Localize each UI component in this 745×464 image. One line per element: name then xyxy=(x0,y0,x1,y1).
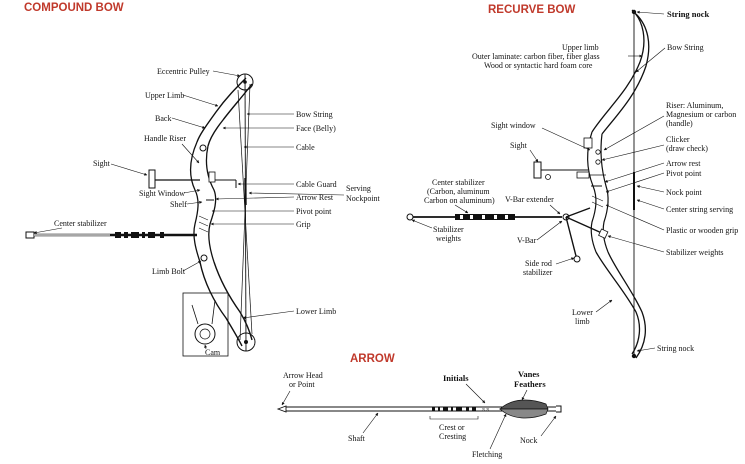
svg-text:S.S.: S.S. xyxy=(482,407,491,412)
label-sight: Sight xyxy=(93,159,111,168)
label-vbar: V-Bar xyxy=(517,236,537,245)
label-center-stab-2: (Carbon, aluminum xyxy=(427,187,490,196)
label-feathers: Feathers xyxy=(514,379,546,389)
arrow-drawing: S.S. xyxy=(276,399,562,419)
label-bow-string-recurve: Bow String xyxy=(667,43,704,52)
recurve-bow-labels: String nock Upper limb Outer laminate: c… xyxy=(411,9,738,353)
label-sight-window-recurve: Sight window xyxy=(491,121,536,130)
label-stabilizer-weights-right: Stabilizer weights xyxy=(666,248,724,257)
label-upper-limb-recurve: Upper limb xyxy=(562,43,599,52)
compound-bow-title: COMPOUND BOW xyxy=(24,2,124,14)
label-arrow-head-1: Arrow Head xyxy=(283,371,323,380)
label-pivot-point-recurve: Pivot point xyxy=(666,169,702,178)
label-grip-recurve: Plastic or wooden grip xyxy=(666,226,738,235)
recurve-bow-title: RECURVE BOW xyxy=(488,4,575,16)
label-cam: Cam xyxy=(205,348,221,357)
label-initials: Initials xyxy=(443,373,469,383)
label-vanes: Vanes xyxy=(518,369,540,379)
label-riser-2: Magnesium or carbon xyxy=(666,110,736,119)
compound-bow-drawing xyxy=(25,73,256,357)
label-center-stab-1: Center stabilizer xyxy=(432,178,485,187)
arrow-title: ARROW xyxy=(350,353,395,365)
label-arrow-head-2: or Point xyxy=(289,380,315,389)
label-clicker-1: Clicker xyxy=(666,135,690,144)
label-handle-riser: Handle Riser xyxy=(144,134,186,143)
label-back: Back xyxy=(155,114,171,123)
label-serving: Serving xyxy=(346,184,371,193)
label-sight-recurve: Sight xyxy=(510,141,528,150)
label-outer-laminate: Outer laminate: carbon fiber, fiber glas… xyxy=(472,52,600,61)
label-center-stabilizer: Center stabilizer xyxy=(54,219,107,228)
label-vbar-extender: V-Bar extender xyxy=(505,195,554,204)
label-cable-guard: Cable Guard xyxy=(296,180,337,189)
label-center-string-serving: Center string serving xyxy=(666,205,733,214)
arrow-labels: Arrow Head or Point Initials Vanes Feath… xyxy=(281,369,557,459)
label-side-rod-2: stabilizer xyxy=(523,268,553,277)
label-riser-3: (handle) xyxy=(666,119,693,128)
label-core: Wood or syntactic hard foam core xyxy=(484,61,593,70)
label-eccentric-pulley: Eccentric Pulley xyxy=(157,67,210,76)
label-bow-string: Bow String xyxy=(296,110,333,119)
label-nockpoint: Nockpoint xyxy=(346,194,381,203)
label-arrow-rest-recurve: Arrow rest xyxy=(666,159,701,168)
label-clicker-2: (draw check) xyxy=(666,144,708,153)
label-limb-bolt: Limb Bolt xyxy=(152,267,186,276)
compound-bow-labels: Eccentric Pulley Upper Limb Back Handle … xyxy=(33,67,381,357)
label-crest-1: Crest or xyxy=(439,423,465,432)
label-shelf: Shelf xyxy=(170,200,187,209)
label-string-nock-bottom: String nock xyxy=(657,344,694,353)
label-grip: Grip xyxy=(296,220,311,229)
label-arrow-rest: Arrow Rest xyxy=(296,193,334,202)
label-center-stab-3: Carbon on aluminum) xyxy=(424,196,495,205)
label-upper-limb: Upper Limb xyxy=(145,91,184,100)
label-string-nock-top: String nock xyxy=(667,9,710,19)
label-sight-window: Sight Window xyxy=(139,189,185,198)
label-lower-limb-1: Lower xyxy=(572,308,593,317)
label-crest-2: Cresting xyxy=(439,432,466,441)
label-fletching: Fletching xyxy=(472,450,502,459)
label-nock-point: Nock point xyxy=(666,188,703,197)
recurve-bow-drawing xyxy=(406,9,650,359)
label-cable: Cable xyxy=(296,143,315,152)
label-stab-weights-1: Stabilizer xyxy=(433,225,464,234)
label-face-belly: Face (Belly) xyxy=(296,124,336,133)
label-side-rod-1: Side rod xyxy=(525,259,552,268)
label-pivot-point: Pivot point xyxy=(296,207,332,216)
label-lower-limb-2: limb xyxy=(575,317,590,326)
label-riser-1: Riser: Aluminum, xyxy=(666,101,723,110)
label-shaft: Shaft xyxy=(348,434,366,443)
label-stab-weights-2: weights xyxy=(436,234,461,243)
label-nock: Nock xyxy=(520,436,537,445)
label-lower-limb: Lower Limb xyxy=(296,307,336,316)
